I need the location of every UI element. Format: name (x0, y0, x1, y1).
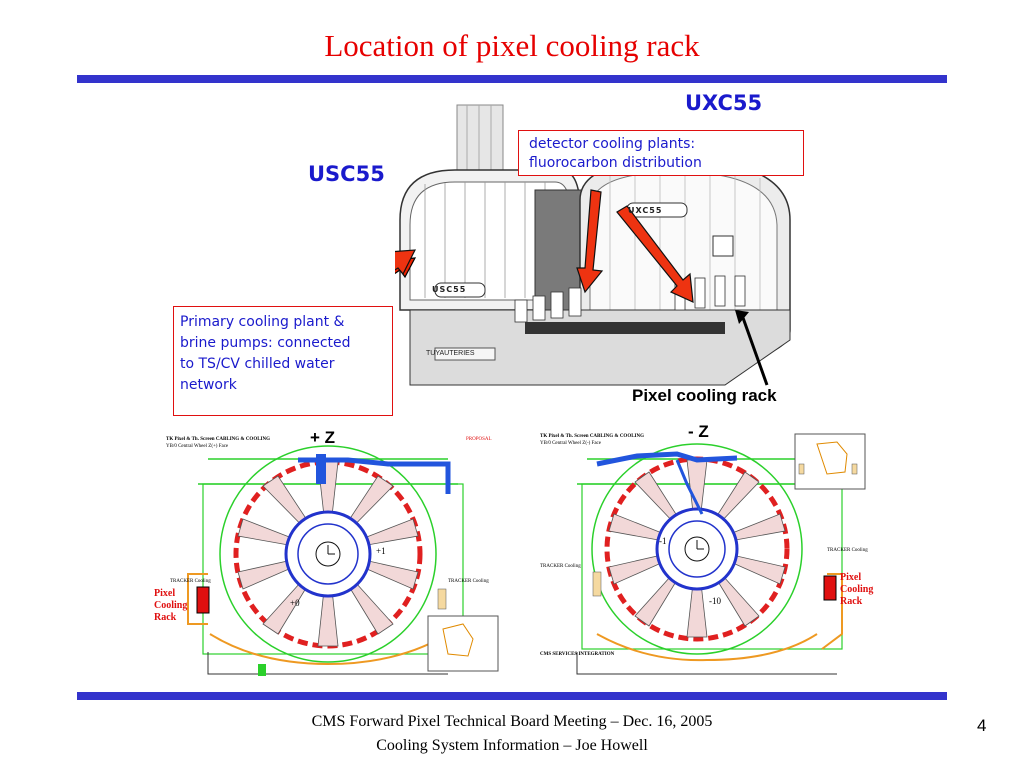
primary-cooling-box: Primary cooling plant & brine pumps: con… (173, 306, 393, 416)
plus-z-cooling-word: Cooling (154, 600, 188, 611)
plus-z-drawing: TK Pixel & Th. Screen CABLING & COOLING … (148, 424, 508, 678)
uxc-sign: UXC55 (628, 206, 663, 215)
detector-box-line-1: detector cooling plants: (529, 136, 696, 152)
primary-box-line-3: to TS/CV chilled water (180, 356, 335, 372)
minus-z-header1: TK Pixel & Th. Screen CABLING & COOLING (540, 434, 644, 439)
minus-z-drawing: TK Pixel & Th. Screen CABLING & COOLING … (537, 424, 882, 678)
uxc55-label: UXC55 (685, 91, 763, 115)
minus-z-num-a: -1 (659, 536, 667, 546)
primary-box-line-1: Primary cooling plant & (180, 314, 345, 330)
plus-z-rack-word: Rack (154, 612, 177, 623)
slide-title: Location of pixel cooling rack (324, 28, 700, 63)
plus-z-header2: YB/0 Central Wheel Z(+) Face (166, 444, 229, 449)
plus-z-label: + Z (310, 428, 336, 447)
plus-z-tracker-right: TRACKER Cooling (448, 579, 489, 584)
plus-z-num-b: +0 (290, 598, 300, 608)
minus-z-pixel-rack-label: Pixel Cooling Rack (840, 572, 873, 608)
detector-cooling-box: detector cooling plants: fluorocarbon di… (518, 130, 804, 176)
plus-z-pixel-word: Pixel (154, 588, 176, 599)
plus-z-num-a: +1 (376, 546, 386, 556)
plus-z-schematic (187, 445, 499, 676)
plus-z-header1: TK Pixel & Th. Screen CABLING & COOLING (166, 437, 270, 442)
minus-z-pixel-word: Pixel (840, 572, 862, 583)
footer-line-2: Cooling System Information – Joe Howell (376, 737, 648, 754)
usc-sign: USC55 (432, 285, 467, 294)
primary-box-line-2: brine pumps: connected (180, 335, 351, 351)
proposal-label: PROPOSAL (466, 437, 492, 442)
integration-label: CMS SERVICES INTEGRATION (540, 652, 615, 657)
minus-z-schematic (576, 433, 866, 675)
pixel-cooling-rack-label: Pixel cooling rack (632, 386, 777, 405)
usc55-label: USC55 (308, 162, 385, 186)
page-number: 4 (977, 716, 987, 735)
primary-box-line-4: network (180, 377, 237, 393)
detector-box-line-2: fluorocarbon distribution (529, 155, 702, 171)
minus-z-label: - Z (688, 422, 709, 441)
minus-z-tracker-right: TRACKER Cooling (827, 548, 868, 553)
minus-z-cooling-word: Cooling (840, 584, 874, 595)
minus-z-tracker-left: TRACKER Cooling (540, 564, 581, 569)
plus-z-tracker-left: TRACKER Cooling (170, 579, 211, 584)
minus-z-num-b: -10 (709, 596, 721, 606)
minus-z-rack-word: Rack (840, 596, 863, 607)
plus-z-pixel-rack-label: Pixel Cooling Rack (154, 588, 187, 624)
minus-z-header2: YB/0 Central Wheel Z(-) Face (540, 441, 601, 446)
tuyauteries-sign: TUYAUTERIES (426, 350, 475, 357)
top-rule (77, 75, 947, 83)
footer-line-1: CMS Forward Pixel Technical Board Meetin… (311, 713, 713, 730)
bottom-rule (77, 692, 947, 700)
cavern-illustration (395, 104, 791, 386)
